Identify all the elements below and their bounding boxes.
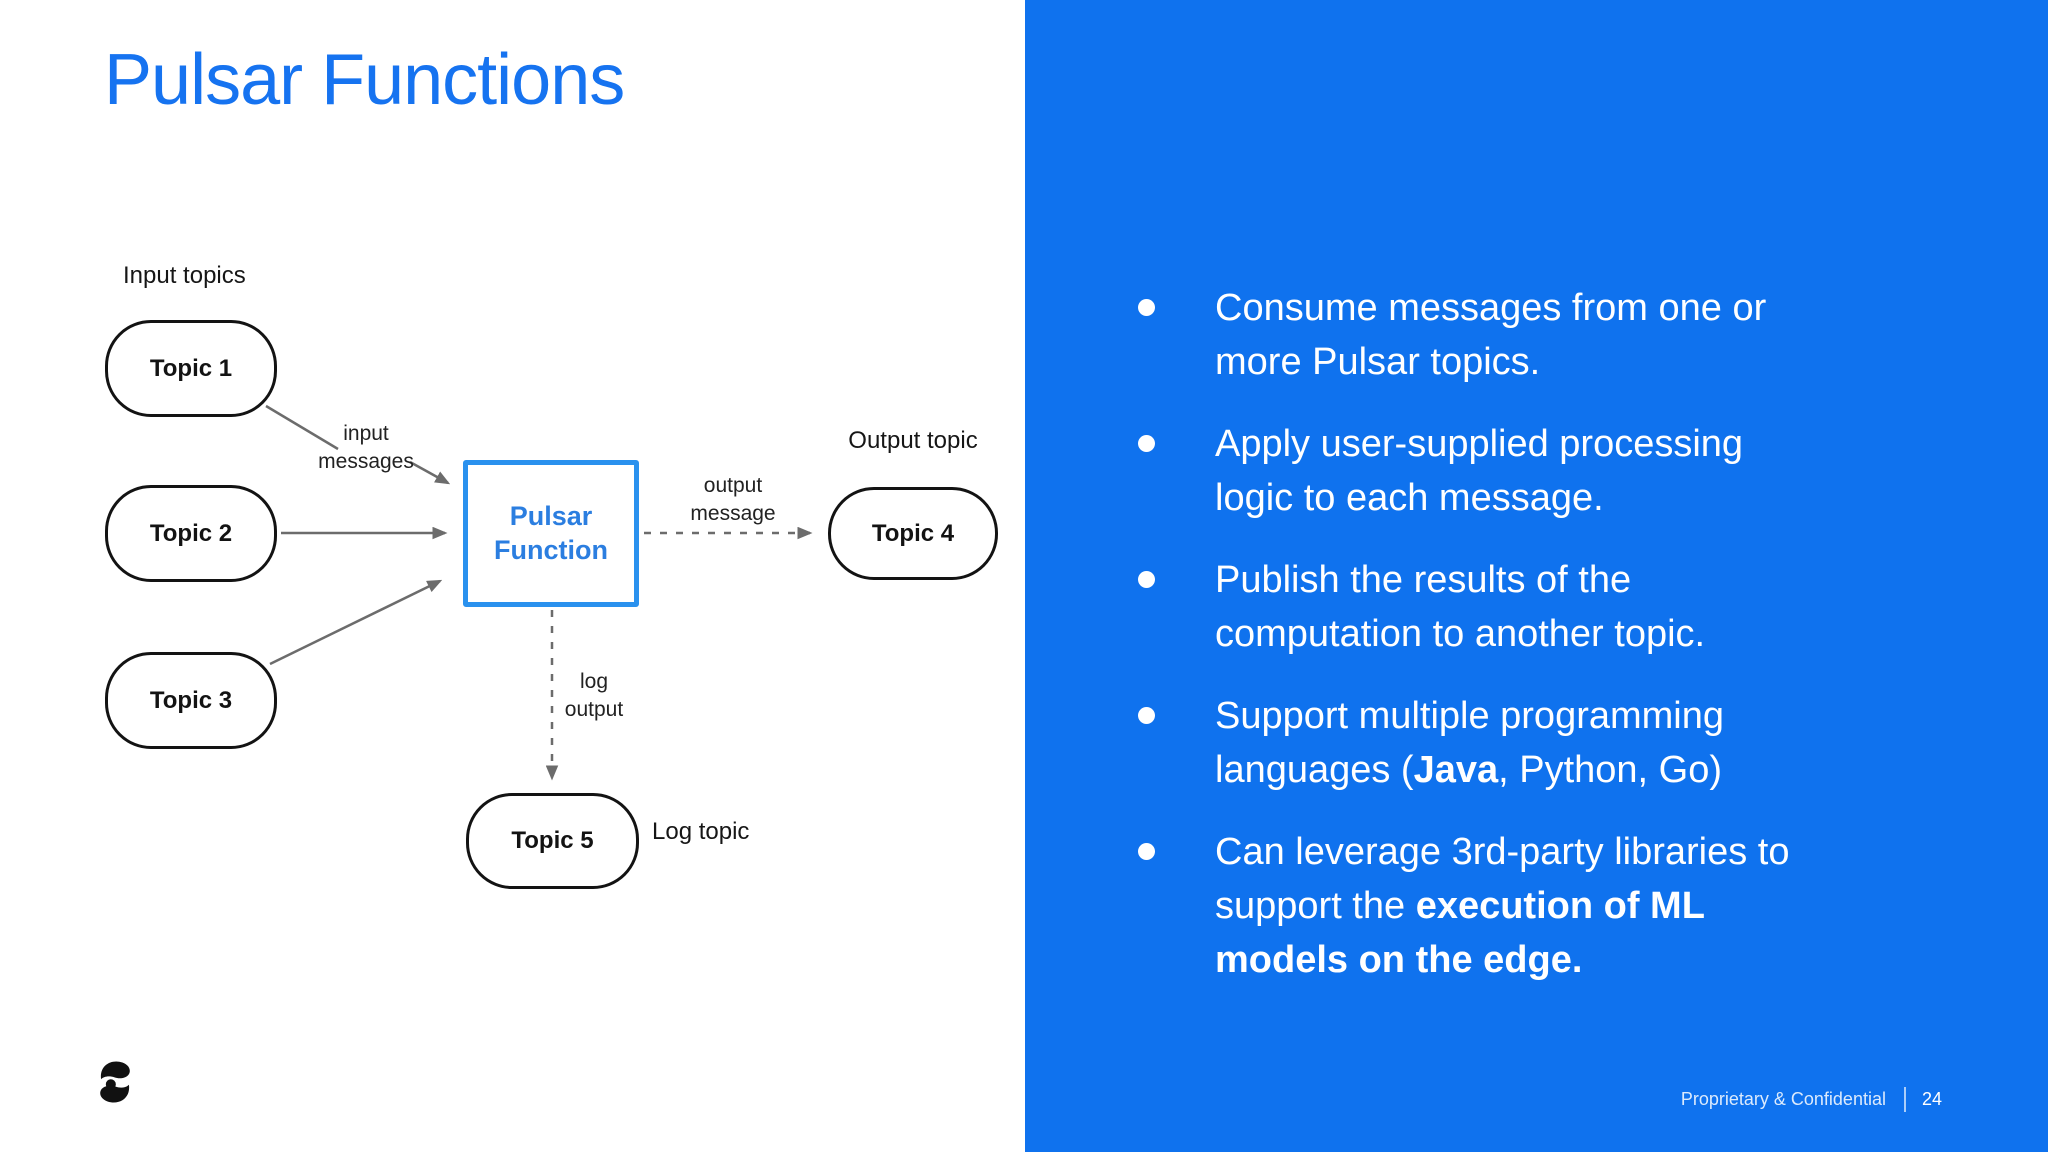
input-messages-label: input messages: [318, 422, 414, 473]
node-topic-1: Topic 1: [105, 320, 277, 417]
bullet-dot: [1138, 299, 1155, 316]
edge-label-to-function: [409, 460, 451, 485]
node-topic-3: Topic 3: [105, 652, 277, 749]
diagram-edges: [265, 404, 813, 781]
left-panel: Pulsar Functions: [0, 40, 1025, 1152]
streamnative-logo-icon: [94, 1056, 136, 1108]
node-topic-4: Topic 4: [828, 487, 998, 580]
bullet-dot: [1138, 843, 1155, 860]
bullet-text: Support multiple programming languages (…: [1215, 695, 1725, 791]
bullet-dot: [1138, 571, 1155, 588]
node-topic-5: Topic 5: [466, 793, 639, 889]
page-title: Pulsar Functions: [104, 40, 625, 120]
node-pulsar-function: Pulsar Function: [463, 460, 639, 607]
log-topic-label: Log topic: [652, 818, 750, 845]
bullet-text: Can leverage 3rd-party libraries to supp…: [1215, 831, 1790, 981]
bullet-item: Consume messages from one or more Pulsar…: [1138, 281, 1807, 389]
output-topic-label: Output topic: [848, 427, 978, 454]
log-output-label: log output: [564, 670, 624, 721]
bullet-list: Consume messages from one or more Pulsar…: [1138, 281, 1807, 987]
page-number: 24: [1921, 1089, 1942, 1109]
confidential-label: Proprietary & Confidential: [1680, 1089, 1886, 1109]
slide-footer: Proprietary & Confidential 24: [1681, 1087, 1942, 1112]
bullet-dot: [1138, 707, 1155, 724]
bullet-item: Apply user-supplied processing logic to …: [1138, 417, 1807, 525]
edge-topic3-to-function: [269, 579, 443, 666]
bullet-text: Consume messages from one or more Pulsar…: [1215, 287, 1767, 383]
edge-topic1-to-label: [265, 404, 339, 451]
bullet-text: Publish the results of the computation t…: [1215, 559, 1706, 655]
bullet-item: Publish the results of the computation t…: [1138, 553, 1807, 661]
bullet-item: Support multiple programming languages (…: [1138, 689, 1807, 797]
bullet-dot: [1138, 435, 1155, 452]
bullet-text: Apply user-supplied processing logic to …: [1215, 423, 1744, 519]
right-panel: Consume messages from one or more Pulsar…: [1025, 0, 2048, 1152]
output-message-label: output message: [690, 474, 776, 525]
pulsar-function-label: Pulsar Function: [494, 500, 608, 565]
footer-divider: [1903, 1087, 1906, 1112]
node-topic-2: Topic 2: [105, 485, 277, 582]
bullet-item: Can leverage 3rd-party libraries to supp…: [1138, 825, 1807, 987]
input-topics-label: Input topics: [123, 262, 246, 289]
pulsar-functions-diagram: Input topics Output topic Log topic inpu…: [0, 160, 1025, 1152]
